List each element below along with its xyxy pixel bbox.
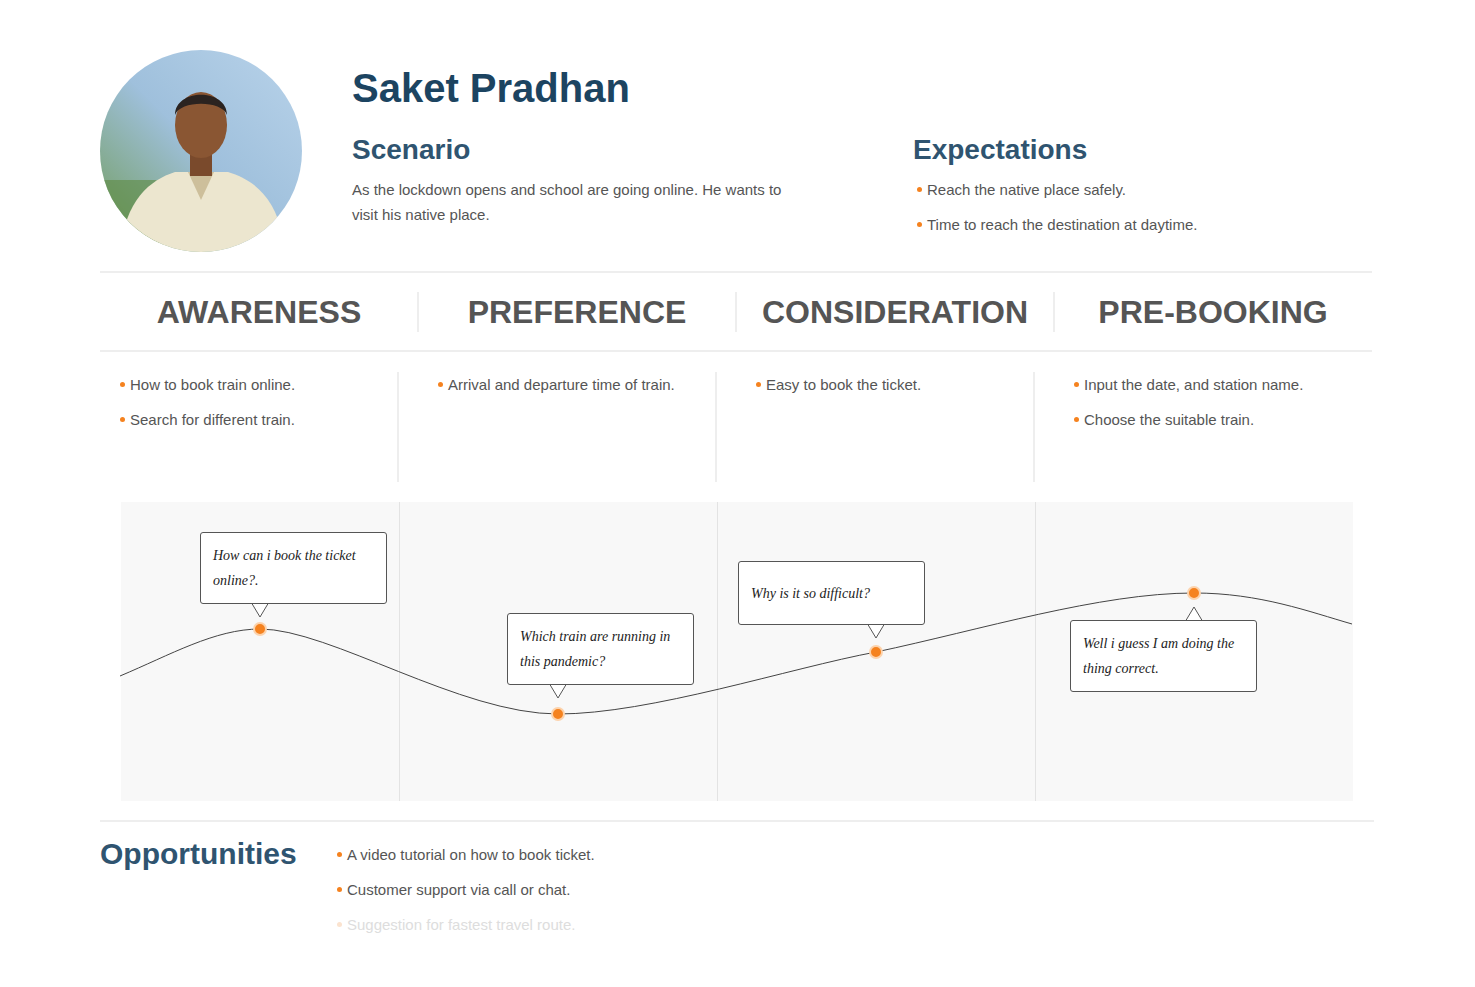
emotion-panel bbox=[121, 502, 1353, 801]
stage-item: Choose the suitable train. bbox=[1074, 407, 1374, 432]
stage-item: How to book train online. bbox=[120, 372, 400, 397]
opportunity-item: Suggestion for fastest travel route. bbox=[337, 912, 847, 937]
section-heading: Expectations bbox=[913, 133, 1087, 167]
stage-item: Input the date, and station name. bbox=[1074, 372, 1374, 397]
opportunity-item: Customer support via call or chat. bbox=[337, 877, 847, 902]
scenario-text: As the lockdown opens and school are goi… bbox=[352, 177, 807, 227]
section-heading: Scenario bbox=[352, 133, 470, 167]
speech-bubble: Well i guess I am doing the thing correc… bbox=[1070, 620, 1257, 692]
stage-item: Arrival and departure time of train. bbox=[438, 372, 720, 397]
panel-dividers bbox=[400, 502, 1036, 801]
thought-text: Why is it so difficult? bbox=[751, 581, 870, 606]
section-heading: Opportunities bbox=[100, 836, 297, 872]
speech-bubble: Which train are running in this pandemic… bbox=[507, 613, 694, 685]
thought-text: Which train are running in this pandemic… bbox=[520, 624, 681, 674]
speech-bubble: How can i book the ticket online?. bbox=[200, 532, 387, 604]
expectation-item: Reach the native place safely. bbox=[917, 177, 1347, 202]
callout-tails bbox=[251, 602, 1203, 698]
portrait bbox=[100, 50, 302, 252]
divider bbox=[100, 821, 1374, 822]
thought-text: How can i book the ticket online?. bbox=[213, 543, 374, 593]
stage-item: Search for different train. bbox=[120, 407, 400, 432]
opportunity-item: A video tutorial on how to book ticket. bbox=[337, 842, 847, 867]
thought-text: Well i guess I am doing the thing correc… bbox=[1083, 631, 1244, 681]
stage-item: Easy to book the ticket. bbox=[756, 372, 1036, 397]
divider bbox=[100, 272, 1372, 273]
stage-heading: AWARENESS bbox=[100, 293, 418, 331]
emotion-curve bbox=[120, 593, 1352, 714]
stage-heading: PRE-BOOKING bbox=[1054, 293, 1372, 331]
emotion-points bbox=[254, 587, 1200, 720]
speech-bubble: Why is it so difficult? bbox=[738, 561, 925, 625]
stage-heading: PREFERENCE bbox=[418, 293, 736, 331]
stage-heading: CONSIDERATION bbox=[736, 293, 1054, 331]
divider bbox=[100, 351, 1372, 352]
stage-dividers bbox=[398, 292, 1054, 482]
persona-name: Saket Pradhan bbox=[352, 64, 630, 112]
expectation-item: Time to reach the destination at daytime… bbox=[917, 212, 1347, 237]
